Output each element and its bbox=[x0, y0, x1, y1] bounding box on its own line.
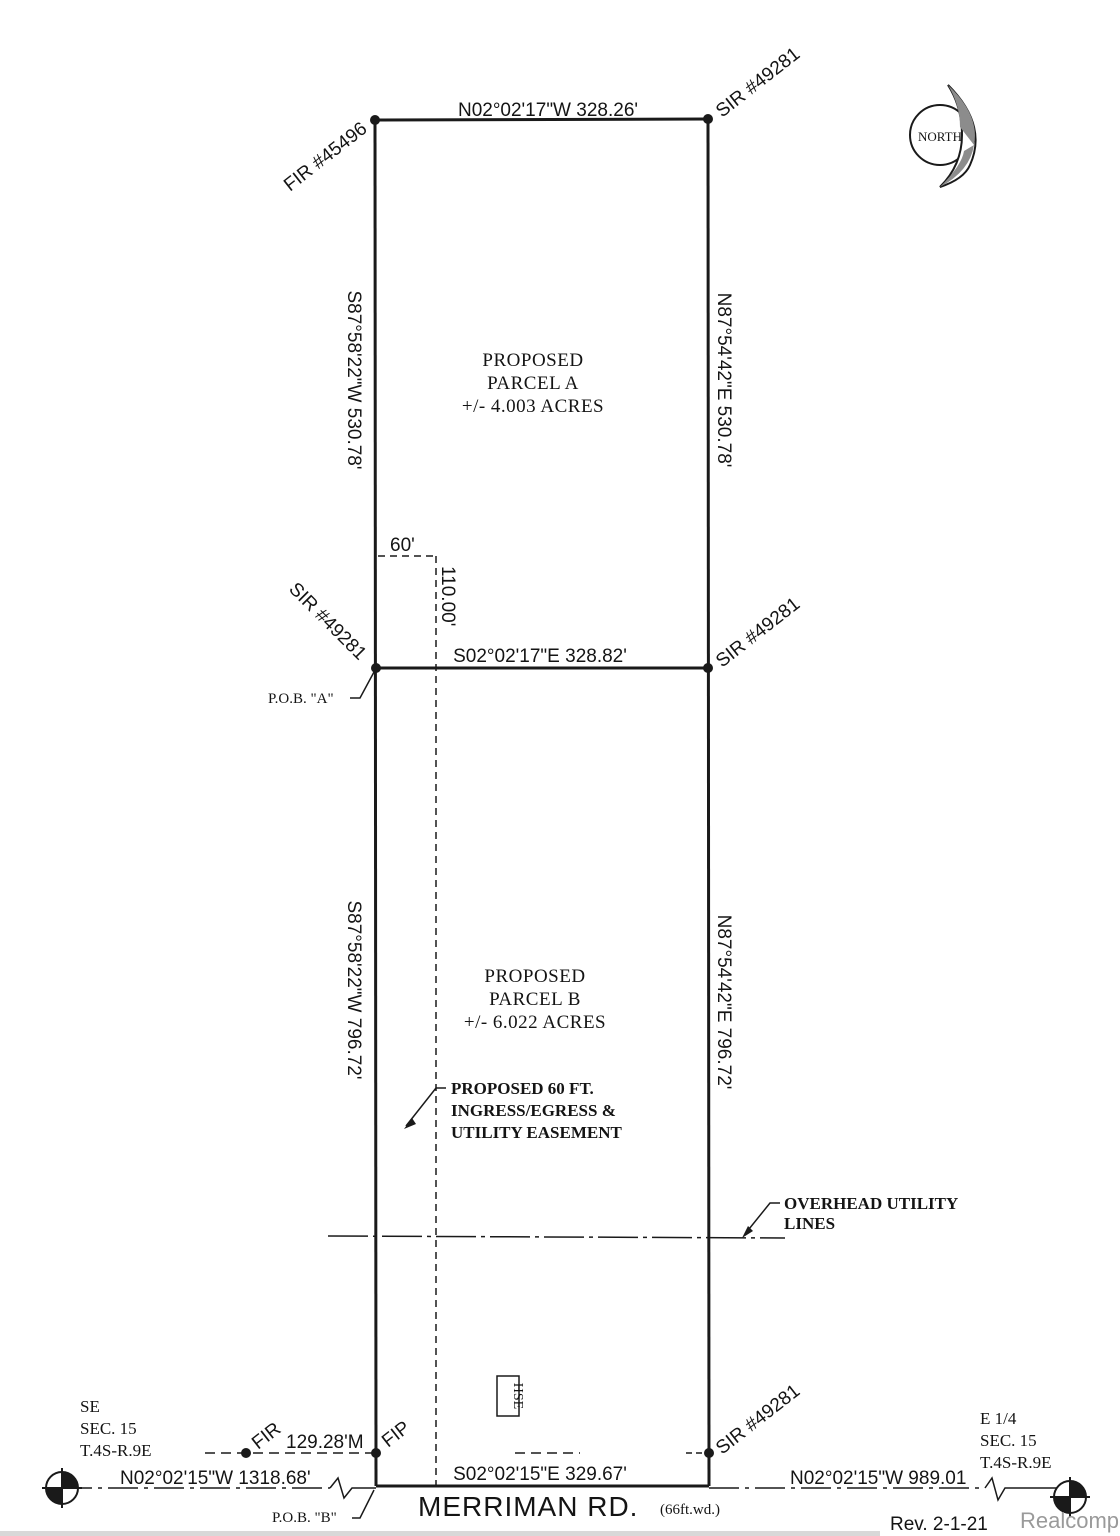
easement-lines bbox=[378, 555, 437, 1486]
west-section-reference: SE SEC. 15 T.4S-R.9E bbox=[80, 1397, 151, 1460]
mid-east-label: SIR #49281 bbox=[712, 594, 804, 672]
parcel-a-title: PROPOSED PARCEL A +/- 4.003 ACRES bbox=[462, 350, 604, 417]
break-symbol-east bbox=[984, 1476, 1060, 1502]
section-line bbox=[62, 1476, 1060, 1502]
section-corner-west-icon bbox=[42, 1468, 82, 1508]
utility-leader-arrow bbox=[742, 1226, 753, 1238]
sw-fip-marker bbox=[371, 1448, 381, 1458]
parcel-a-name: PARCEL A bbox=[487, 373, 579, 394]
revision-label: Rev. 2-1-21 bbox=[890, 1514, 988, 1535]
road-name: MERRIMAN RD. bbox=[418, 1491, 638, 1522]
mid-east-marker bbox=[703, 663, 713, 673]
west-ref-line1: SE bbox=[80, 1397, 100, 1416]
break-symbol-west bbox=[329, 1476, 376, 1500]
parcel-a-east-line-label: N87°54'42"E 530.78' bbox=[713, 293, 734, 468]
realcomp-watermark: Realcomp bbox=[1020, 1508, 1119, 1533]
parcel-b-south-line-label: S02°02'15"E 329.67' bbox=[453, 1464, 627, 1485]
parcel-b-name: PARCEL B bbox=[489, 989, 581, 1010]
easement-leader bbox=[405, 1087, 446, 1127]
fir-offset-marker bbox=[241, 1448, 251, 1458]
easement-leader-arrow bbox=[404, 1118, 416, 1129]
parcel-a-north-line bbox=[374, 117, 709, 122]
ne-corner-label: SIR #49281 bbox=[712, 44, 804, 122]
utility-leader bbox=[744, 1202, 780, 1235]
utility-note-line1: OVERHEAD UTILITY bbox=[784, 1194, 958, 1213]
cropped-text-band bbox=[0, 1531, 880, 1536]
parcel-b-west-line-label: S87°58'22"W 796.72' bbox=[343, 901, 364, 1080]
easement-note: PROPOSED 60 FT. INGRESS/EGRESS & UTILITY… bbox=[404, 1079, 622, 1142]
nw-corner-label: FIR #45496 bbox=[280, 118, 371, 196]
parcel-a-west-line-label: S87°58'22"W 530.78' bbox=[343, 291, 364, 470]
parcel-a-south-line-label: S02°02'17"E 328.82' bbox=[453, 646, 627, 667]
parcel-a-area: +/- 4.003 ACRES bbox=[462, 396, 604, 417]
sw-fip-label: FIP bbox=[378, 1417, 414, 1452]
parcel-boundaries bbox=[373, 117, 711, 1488]
parcel-a-north-line-label: N02°02'17"W 328.26' bbox=[458, 100, 638, 121]
east-section-bearing: N02°02'15"W 989.01 bbox=[790, 1468, 966, 1489]
parcel-east-line bbox=[706, 118, 711, 1487]
corner-monuments bbox=[241, 114, 714, 1458]
easement-depth-label: 110.00' bbox=[437, 566, 458, 626]
easement-width-label: 60' bbox=[390, 535, 415, 556]
house-label: HSE bbox=[510, 1383, 525, 1409]
north-arrow-icon: NORTH bbox=[909, 84, 977, 188]
road-width: (66ft.wd.) bbox=[660, 1502, 720, 1518]
utility-line bbox=[327, 1235, 786, 1239]
east-section-reference: E 1/4 SEC. 15 T.4S-R.9E bbox=[980, 1409, 1051, 1472]
mid-west-label: SIR #49281 bbox=[284, 579, 370, 665]
utility-note-line2: LINES bbox=[784, 1214, 835, 1233]
nw-corner-marker bbox=[370, 115, 380, 125]
parcel-b-east-line-label: N87°54'42"E 796.72' bbox=[713, 915, 734, 1090]
parcel-west-line bbox=[373, 119, 378, 1487]
ne-corner-marker bbox=[703, 114, 713, 124]
west-ref-line3: T.4S-R.9E bbox=[80, 1441, 151, 1460]
parcel-b-proposed: PROPOSED bbox=[484, 966, 585, 987]
west-section-bearing: N02°02'15"W 1318.68' bbox=[120, 1468, 311, 1489]
parcel-a-proposed: PROPOSED bbox=[482, 350, 583, 371]
pob-b-leader bbox=[352, 1489, 375, 1519]
west-ref-line2: SEC. 15 bbox=[80, 1419, 137, 1438]
easement-note-line1: PROPOSED 60 FT. bbox=[451, 1079, 594, 1098]
pob-a-label: P.O.B. "A" bbox=[268, 691, 334, 707]
se-corner-label: SIR #49281 bbox=[712, 1381, 804, 1459]
east-ref-line1: E 1/4 bbox=[980, 1409, 1017, 1428]
pob-a-leader bbox=[350, 671, 375, 699]
utility-note: OVERHEAD UTILITY LINES bbox=[742, 1194, 958, 1238]
pob-b-label: P.O.B. "B" bbox=[272, 1510, 337, 1526]
overhead-utility-line bbox=[327, 1235, 786, 1239]
house-footprint: HSE bbox=[496, 1375, 525, 1417]
fir-offset-label: FIR bbox=[248, 1419, 285, 1454]
section-corner-east-icon bbox=[1050, 1477, 1090, 1517]
parcel-b-title: PROPOSED PARCEL B +/- 6.022 ACRES bbox=[464, 966, 606, 1033]
north-label: NORTH bbox=[918, 129, 962, 144]
east-ref-line3: T.4S-R.9E bbox=[980, 1453, 1051, 1472]
easement-note-line3: UTILITY EASEMENT bbox=[451, 1123, 622, 1142]
easement-note-line2: INGRESS/EGRESS & bbox=[451, 1101, 616, 1120]
mid-west-marker bbox=[371, 663, 381, 673]
west-offset-distance: 129.28'M bbox=[286, 1432, 364, 1453]
se-corner-marker bbox=[704, 1448, 714, 1458]
east-ref-line2: SEC. 15 bbox=[980, 1431, 1037, 1450]
parcel-b-area: +/- 6.022 ACRES bbox=[464, 1012, 606, 1033]
house-rect bbox=[496, 1375, 520, 1417]
